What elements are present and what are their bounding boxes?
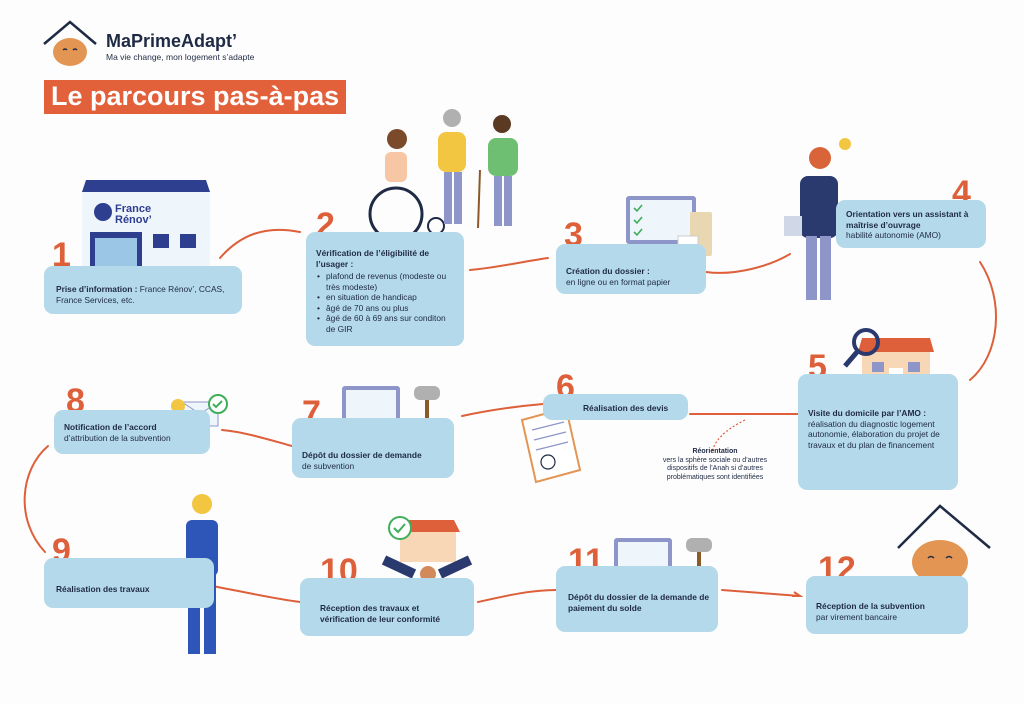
brand-name: MaPrimeAdapt’ <box>106 31 238 51</box>
computer-mailbox-illustration-step7 <box>342 386 440 432</box>
step-9-box: Réalisation des travaux <box>44 558 214 608</box>
step-1-box: Prise d’information : France Rénov’, CCA… <box>44 266 242 314</box>
step-11-box: Dépôt du dossier de la demande de paieme… <box>556 566 718 632</box>
step-4-box: Orientation vers un assistant à maîtrise… <box>836 200 986 248</box>
step-3-number: 3 <box>564 216 583 254</box>
page-title: Le parcours pas-à-pas <box>44 80 347 114</box>
handshake-illustration-step10 <box>381 516 473 582</box>
step-3-box: Création du dossier :en ligne ou en form… <box>556 244 706 294</box>
mascot-illustration-step12 <box>897 504 991 584</box>
step-10-box: Réception des travaux et vérification de… <box>300 578 474 636</box>
people-illustration <box>368 109 518 242</box>
step-5-box: Visite du domicile par l’AMO :réalisatio… <box>798 374 958 490</box>
france-renov-sign: France Rénov’ <box>115 203 152 226</box>
eligibility-criteria-list: plafond de revenus (modeste ou très mode… <box>316 271 456 334</box>
step-1-number: 1 <box>52 236 71 274</box>
reorientation-note: Réorientation vers la sphère sociale ou … <box>662 448 768 481</box>
step-2-box: Vérification de l’éligibilité de l’usage… <box>306 232 464 346</box>
woman-illustration-step4 <box>784 138 851 300</box>
step-6-box: Réalisation des devis <box>543 394 688 420</box>
brand-tagline: Ma vie change, mon logement s’adapte <box>106 52 255 62</box>
logo-mark <box>43 20 97 66</box>
step-8-number: 8 <box>66 382 85 420</box>
france-renov-building-illustration <box>82 180 210 272</box>
